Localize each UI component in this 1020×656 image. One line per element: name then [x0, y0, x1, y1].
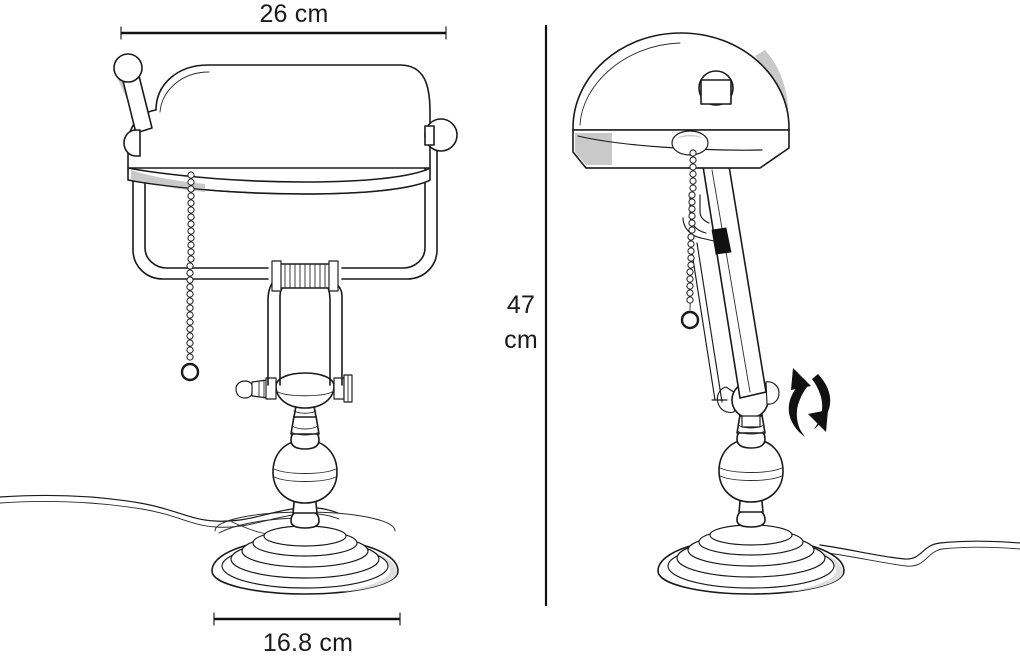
ball-joint-right-front: [424, 118, 458, 152]
base-side-tier-5: [709, 524, 793, 546]
power-cord-side: [819, 540, 1020, 567]
lamp-yoke-front: [132, 149, 438, 280]
pull-chain-ring-front: [180, 362, 200, 382]
lamp-column-front: [272, 405, 338, 529]
pivot-collar-front: [271, 260, 339, 292]
dimension-height-label-number: 47: [507, 291, 535, 319]
dimension-base-bottom-label: 16.8 cm: [263, 629, 353, 656]
pull-chain-side: [680, 149, 700, 330]
finial-left-front: [113, 53, 153, 157]
pull-chain-ring-side: [680, 310, 700, 330]
lamp-base-front: [211, 511, 399, 595]
dimension-width-top: 26 cm: [120, 0, 447, 40]
lamp-arm-side: [701, 159, 767, 399]
tilt-rotation-arrow-icon: [788, 368, 831, 437]
base-tier-5: [263, 525, 347, 547]
dimension-width-top-label: 26 cm: [259, 0, 328, 28]
lamp-shade-front: [127, 64, 431, 195]
dimension-base-bottom: 16.8 cm: [213, 612, 401, 656]
lamp-column-side: [718, 404, 784, 528]
lamp-shade-side: [572, 32, 790, 169]
dimension-height-side: 47 cm: [504, 291, 538, 354]
lamp-front-view: [0, 53, 458, 595]
pull-chain-front: [180, 171, 200, 382]
finial-ball-icon: [113, 53, 143, 83]
dimension-height-label-unit: cm: [504, 326, 538, 354]
lamp-base-side: [657, 524, 845, 595]
lamp-socket-front: [235, 372, 353, 409]
upper-ball-knuckle-side: [698, 70, 734, 106]
lamp-side-view: [572, 32, 1020, 595]
arm-pivot-wedge: [711, 227, 732, 255]
